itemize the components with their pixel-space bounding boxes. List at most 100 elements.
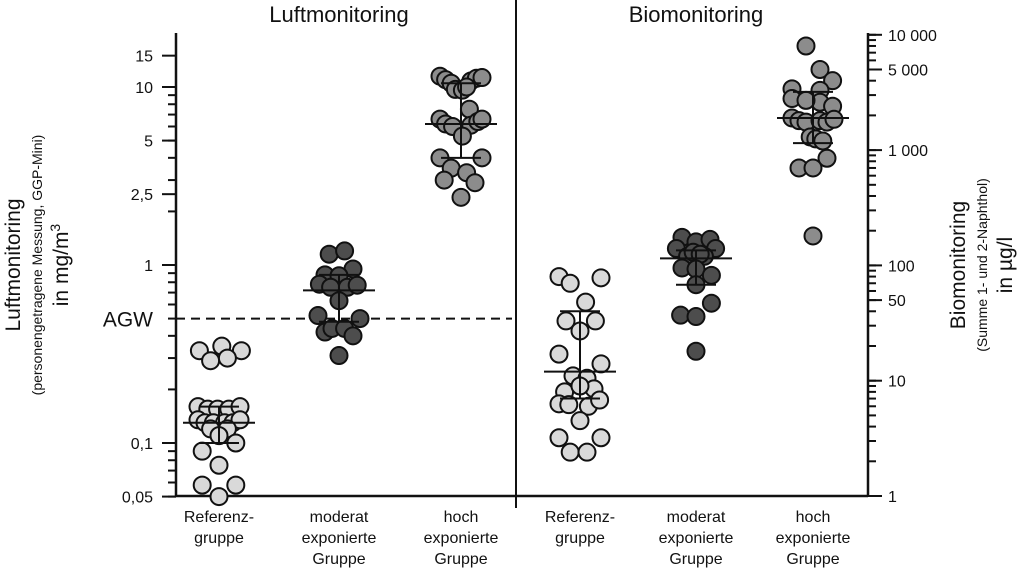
data-point bbox=[434, 170, 454, 190]
category-label-line: exponierte bbox=[424, 530, 499, 547]
biomonitoring-groups bbox=[544, 36, 849, 462]
data-point bbox=[192, 441, 212, 461]
data-point bbox=[452, 126, 472, 146]
left-tick-label: 1 bbox=[144, 258, 153, 275]
left-unit-sup: 3 bbox=[47, 224, 63, 232]
left-y-axis-subtitle: (personengetragene Messung, GGP-Mini) bbox=[29, 135, 45, 396]
data-point bbox=[813, 131, 833, 151]
right-tick-label: 5 000 bbox=[888, 63, 928, 80]
data-point bbox=[824, 109, 844, 129]
data-point bbox=[671, 305, 691, 325]
right-tick-label: 100 bbox=[888, 258, 915, 275]
category-label-line: Gruppe bbox=[312, 551, 365, 568]
data-point bbox=[319, 244, 339, 264]
data-point bbox=[226, 475, 246, 495]
data-point bbox=[803, 158, 823, 178]
data-point bbox=[472, 109, 492, 129]
data-point bbox=[591, 268, 611, 288]
category-label-line: hoch bbox=[444, 509, 479, 526]
luftmonitoring-panel: Luftmonitoring 15 10 5 2,5 1 0,1 0,05 AGW Refe… bbox=[2, 0, 868, 568]
category-label-line: Gruppe bbox=[786, 551, 839, 568]
group-1 bbox=[303, 241, 375, 366]
left-y-axis-title-main: Luftmonitoring bbox=[2, 198, 25, 331]
data-point bbox=[577, 442, 597, 462]
left-y-axis-title: Luftmonitoring bbox=[2, 198, 25, 331]
right-y-axis-title-unit: in µg/l bbox=[994, 237, 1017, 293]
data-point bbox=[192, 475, 212, 495]
left-tick-label: 0,05 bbox=[122, 490, 153, 507]
data-point bbox=[823, 71, 843, 91]
data-point bbox=[209, 487, 229, 507]
data-point bbox=[591, 428, 611, 448]
data-point bbox=[560, 273, 580, 293]
right-tick-label: 1 000 bbox=[888, 143, 928, 160]
data-point bbox=[817, 148, 837, 168]
right-tick-label: 1 bbox=[888, 489, 897, 506]
biomonitoring-panel: Biomonitoring 10 000 5 000 1 000 100 50 10 1 R… bbox=[544, 2, 1017, 568]
group-2 bbox=[425, 66, 497, 207]
data-point bbox=[576, 292, 596, 312]
data-point bbox=[810, 60, 830, 80]
data-point bbox=[308, 306, 328, 326]
left-tick-label: 5 bbox=[144, 134, 153, 151]
data-point bbox=[560, 442, 580, 462]
right-tick-label: 10 bbox=[888, 374, 906, 391]
right-y-axis-subtitle: (Summe 1- und 2-Naphthol) bbox=[974, 178, 990, 352]
left-tick-label: 15 bbox=[135, 49, 153, 66]
left-y-axis-title-sub: (personengetragene Messung, GGP-Mini) bbox=[29, 135, 45, 396]
panel-title-luftmonitoring: Luftmonitoring bbox=[269, 2, 408, 27]
left-tick-label: 10 bbox=[135, 80, 153, 97]
left-y-axis-unit: in mg/m3 bbox=[47, 224, 73, 307]
category-label-line: Referenz- bbox=[184, 509, 254, 526]
agw-label: AGW bbox=[103, 309, 153, 332]
agw-reference-line: AGW bbox=[103, 309, 512, 332]
category-label-line: hoch bbox=[796, 509, 831, 526]
category-label-line: gruppe bbox=[555, 530, 605, 547]
data-point bbox=[570, 411, 590, 431]
data-point bbox=[335, 241, 355, 261]
data-point bbox=[701, 265, 721, 285]
data-point bbox=[350, 309, 370, 329]
group-1 bbox=[660, 227, 732, 361]
data-point bbox=[556, 311, 576, 331]
data-point bbox=[701, 293, 721, 313]
data-point bbox=[472, 68, 492, 88]
data-point bbox=[686, 307, 706, 327]
data-point bbox=[451, 187, 471, 207]
category-label-line: Gruppe bbox=[434, 551, 487, 568]
right-tick-label: 50 bbox=[888, 293, 906, 310]
data-point bbox=[590, 390, 610, 410]
category-label-line: gruppe bbox=[194, 530, 244, 547]
group-0 bbox=[183, 336, 255, 507]
left-tick-label: 2,5 bbox=[131, 187, 153, 204]
data-point bbox=[803, 226, 823, 246]
data-point bbox=[686, 341, 706, 361]
left-y-axis-title-unit: in mg/m3 bbox=[47, 224, 73, 307]
right-y-ticks: 10 000 5 000 1 000 100 50 10 1 bbox=[868, 28, 937, 506]
category-label-line: exponierte bbox=[302, 530, 377, 547]
category-label-line: moderat bbox=[667, 509, 726, 526]
category-label-line: Referenz- bbox=[545, 509, 615, 526]
data-point bbox=[796, 36, 816, 56]
data-point bbox=[217, 348, 237, 368]
right-tick-label: 10 000 bbox=[888, 28, 937, 45]
data-point bbox=[329, 346, 349, 366]
data-point bbox=[201, 351, 221, 371]
category-label-line: Gruppe bbox=[669, 551, 722, 568]
data-point bbox=[585, 311, 605, 331]
category-label-line: exponierte bbox=[776, 530, 851, 547]
data-point bbox=[591, 354, 611, 374]
data-point bbox=[559, 395, 579, 415]
right-y-axis-title-main: Biomonitoring bbox=[947, 201, 970, 329]
left-tick-label: 0,1 bbox=[131, 436, 153, 453]
category-label-line: exponierte bbox=[659, 530, 734, 547]
panel-title-biomonitoring: Biomonitoring bbox=[629, 2, 764, 27]
category-label: Referenz-gruppe bbox=[184, 509, 254, 547]
data-point bbox=[549, 428, 569, 448]
group-0 bbox=[544, 267, 616, 462]
